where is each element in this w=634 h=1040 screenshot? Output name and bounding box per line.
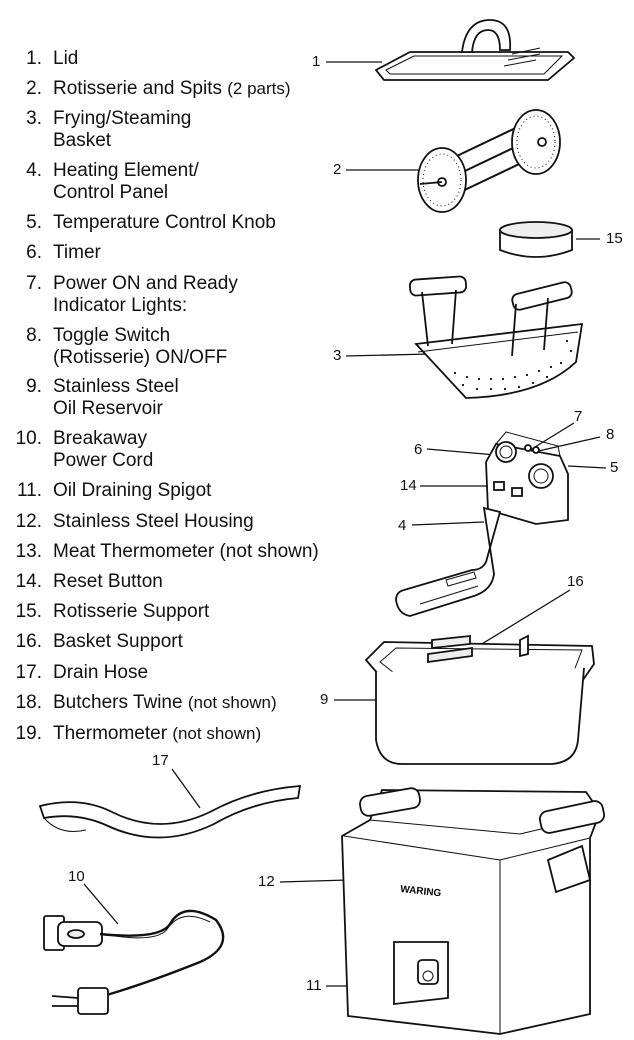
control-panel-drawing bbox=[395, 431, 569, 617]
part-label: Stainless Steel Housing bbox=[53, 511, 254, 532]
callout-15: 15 bbox=[606, 230, 623, 247]
lid-drawing bbox=[374, 19, 576, 81]
callout-14: 14 bbox=[400, 477, 417, 494]
part-label: Toggle Switch(Rotisserie) ON/OFF bbox=[53, 325, 228, 368]
part-number: 15. bbox=[15, 601, 42, 622]
callout-5: 5 bbox=[610, 459, 619, 476]
callout-11: 11 bbox=[306, 977, 322, 994]
part-label: Thermometer (not shown) bbox=[53, 723, 262, 744]
callout-6: 6 bbox=[414, 441, 423, 458]
part-label: Rotisserie Support bbox=[53, 601, 210, 622]
part-number: 10. bbox=[15, 428, 42, 449]
part-number: 3. bbox=[26, 108, 42, 129]
callout-7: 7 bbox=[574, 408, 583, 425]
leader-lines bbox=[83, 61, 607, 987]
callout-16: 16 bbox=[567, 573, 584, 590]
rotisserie-support-drawing bbox=[499, 221, 573, 258]
part-label: Lid bbox=[53, 48, 79, 69]
part-number: 11. bbox=[16, 480, 42, 501]
part-number: 1. bbox=[26, 48, 42, 69]
callout-2: 2 bbox=[333, 161, 342, 178]
callout-17: 17 bbox=[152, 752, 169, 769]
part-number: 5. bbox=[26, 212, 42, 233]
brand-logo: WARING bbox=[400, 884, 442, 899]
part-label: Heating Element/Control Panel bbox=[53, 160, 199, 203]
part-label: Basket Support bbox=[53, 631, 183, 652]
housing-drawing: WARING bbox=[341, 787, 605, 1035]
part-label: Drain Hose bbox=[53, 662, 149, 683]
part-number: 7. bbox=[26, 273, 42, 294]
rotisserie-drawing bbox=[417, 109, 561, 213]
part-label: Reset Button bbox=[53, 571, 163, 592]
callout-9: 9 bbox=[320, 691, 329, 708]
oil-reservoir-drawing bbox=[364, 634, 595, 765]
part-label: Rotisserie and Spits (2 parts) bbox=[53, 78, 291, 99]
callout-3: 3 bbox=[333, 347, 342, 364]
part-note: (not shown) bbox=[187, 693, 277, 712]
callout-8: 8 bbox=[606, 426, 615, 443]
part-label: Meat Thermometer (not shown) bbox=[53, 541, 319, 562]
part-label: Timer bbox=[53, 242, 101, 263]
part-number: 2. bbox=[26, 78, 42, 99]
part-number: 12. bbox=[15, 511, 42, 532]
callout-4: 4 bbox=[398, 517, 407, 534]
power-cord-drawing bbox=[43, 909, 225, 1015]
part-number: 8. bbox=[26, 325, 42, 346]
part-number: 19. bbox=[15, 723, 42, 744]
callout-1: 1 bbox=[312, 53, 321, 70]
part-note: (2 parts) bbox=[227, 79, 291, 98]
part-label: Temperature Control Knob bbox=[53, 212, 276, 233]
part-number: 13. bbox=[15, 541, 42, 562]
part-number: 4. bbox=[26, 160, 42, 181]
part-number: 6. bbox=[26, 242, 42, 263]
part-number: 9. bbox=[26, 376, 42, 397]
part-note: (not shown) bbox=[172, 724, 262, 743]
part-number: 18. bbox=[15, 692, 42, 713]
part-label: Oil Draining Spigot bbox=[53, 480, 212, 501]
part-number: 17. bbox=[15, 662, 42, 683]
callout-10: 10 bbox=[68, 868, 85, 885]
basket-drawing bbox=[409, 275, 584, 399]
part-label: Butchers Twine (not shown) bbox=[53, 692, 277, 713]
part-number: 14. bbox=[15, 571, 42, 592]
drain-hose-drawing bbox=[38, 785, 302, 839]
callout-12: 12 bbox=[258, 873, 275, 890]
part-number: 16. bbox=[15, 631, 42, 652]
